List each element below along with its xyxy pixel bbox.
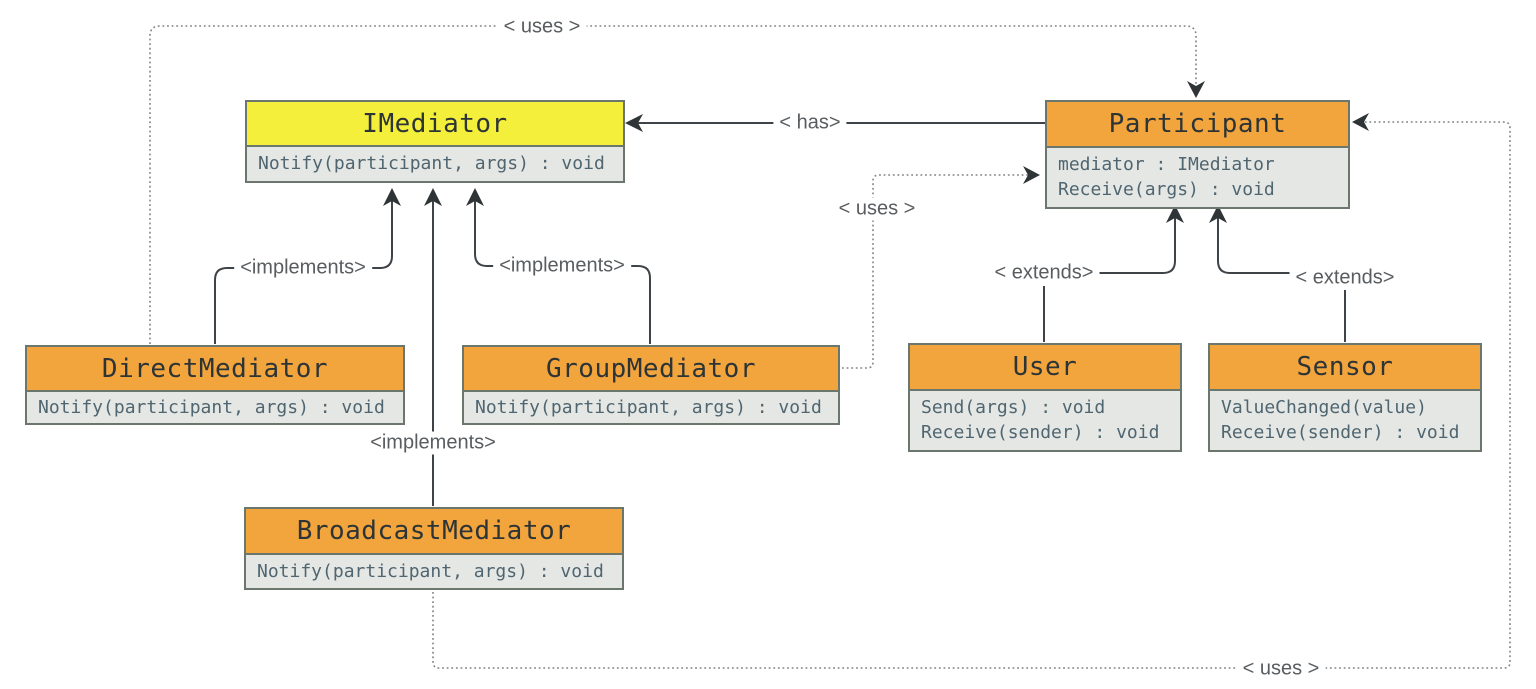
class-members-user: Send(args) : void Receive(sender) : void xyxy=(910,391,1180,450)
implements-broadcast-arrowhead xyxy=(424,188,442,206)
class-member: ValueChanged(value) xyxy=(1221,397,1427,418)
class-member: Receive(sender) : void xyxy=(1221,422,1460,443)
implements-broadcast-label: <implements> xyxy=(364,431,502,455)
class-member: Notify(participant, args) : void xyxy=(258,153,605,174)
uses-bottom-label: < uses > xyxy=(1236,657,1326,681)
uses-top-label: < uses > xyxy=(497,15,587,39)
class-member: Notify(participant, args) : void xyxy=(38,397,385,418)
class-box-participant: Participant mediator : IMediator Receive… xyxy=(1045,100,1350,209)
has-label: < has> xyxy=(773,111,847,135)
class-box-broadcastmediator: BroadcastMediator Notify(participant, ar… xyxy=(244,507,624,590)
implements-direct-label: <implements> xyxy=(234,256,372,280)
uses-middle-arrowhead xyxy=(1023,166,1040,184)
class-members-sensor: ValueChanged(value) Receive(sender) : vo… xyxy=(1210,391,1480,450)
uses-middle-label: < uses > xyxy=(832,197,922,221)
class-members-broadcastmediator: Notify(participant, args) : void xyxy=(246,555,622,588)
implements-direct-arrowhead xyxy=(383,188,401,206)
class-member: mediator : IMediator xyxy=(1058,154,1275,175)
has-arrowhead xyxy=(625,114,643,132)
class-title-groupmediator: GroupMediator xyxy=(464,347,838,392)
class-title-directmediator: DirectMediator xyxy=(27,347,403,392)
class-member: Send(args) : void xyxy=(921,397,1106,418)
class-title-sensor: Sensor xyxy=(1210,345,1480,391)
uses-top-connector xyxy=(149,25,1197,344)
class-box-sensor: Sensor ValueChanged(value) Receive(sende… xyxy=(1208,343,1482,452)
class-box-groupmediator: GroupMediator Notify(participant, args) … xyxy=(462,345,840,425)
class-title-participant: Participant xyxy=(1047,102,1348,148)
extends-sensor-label: < extends> xyxy=(1289,266,1401,290)
class-members-imediator: Notify(participant, args) : void xyxy=(247,147,623,181)
class-member: Notify(participant, args) : void xyxy=(257,561,604,582)
extends-user-label: < extends> xyxy=(988,261,1100,285)
class-members-groupmediator: Notify(participant, args) : void xyxy=(464,392,838,423)
class-members-participant: mediator : IMediator Receive(args) : voi… xyxy=(1047,148,1348,207)
implements-group-arrowhead xyxy=(466,188,484,206)
class-member: Receive(sender) : void xyxy=(921,422,1160,443)
class-title-broadcastmediator: BroadcastMediator xyxy=(246,509,622,555)
uses-bottom-arrowhead xyxy=(1352,113,1369,131)
class-member: Notify(participant, args) : void xyxy=(475,397,822,418)
implements-group-label: <implements> xyxy=(493,254,631,278)
class-member: Receive(args) : void xyxy=(1058,179,1275,200)
uses-top-arrowhead xyxy=(1187,81,1205,98)
class-box-user: User Send(args) : void Receive(sender) :… xyxy=(908,343,1182,452)
class-box-directmediator: DirectMediator Notify(participant, args)… xyxy=(25,345,405,425)
class-title-imediator: IMediator xyxy=(247,102,623,147)
class-members-directmediator: Notify(participant, args) : void xyxy=(27,392,403,423)
class-title-user: User xyxy=(910,345,1180,391)
class-box-imediator: IMediator Notify(participant, args) : vo… xyxy=(245,100,625,183)
